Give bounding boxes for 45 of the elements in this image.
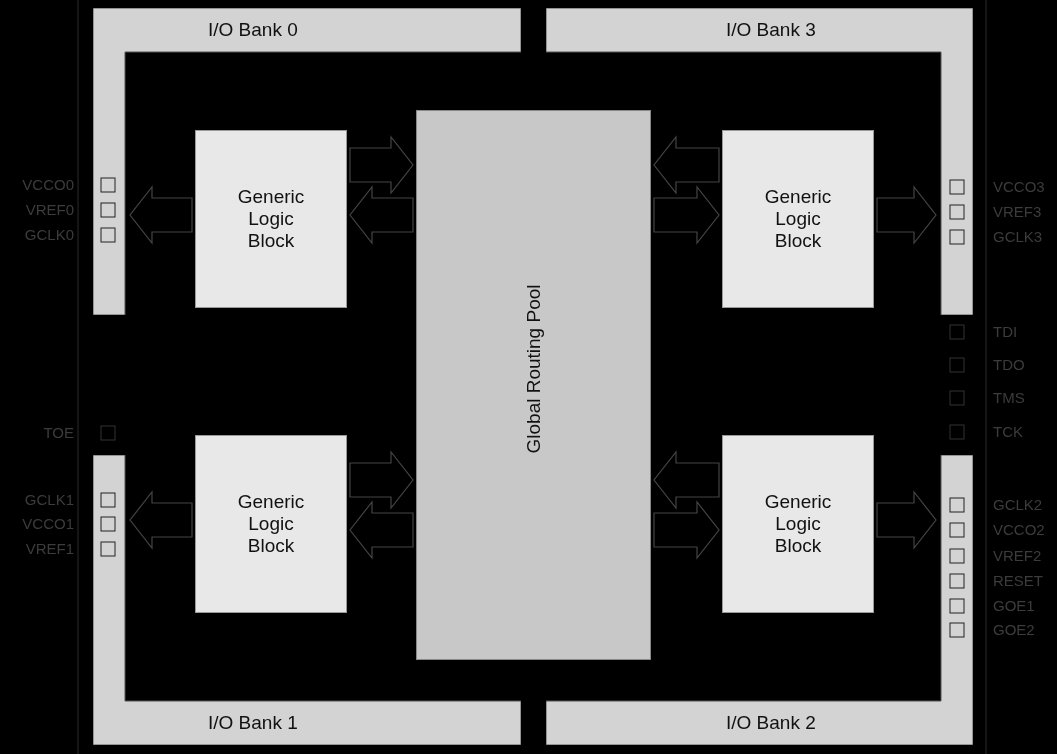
block-arrow (349, 135, 414, 195)
bank-title: I/O Bank 0 (208, 19, 298, 41)
block-arrow (349, 185, 414, 245)
pin-label: GCLK3 (993, 228, 1043, 246)
pin-label: VCCO2 (993, 521, 1045, 539)
block-arrow (653, 450, 720, 510)
bank-title: I/O Bank 1 (208, 712, 298, 734)
logic-block: Generic Logic Block (195, 130, 347, 308)
block-arrow (876, 185, 937, 245)
pin-label: VREF1 (25, 540, 74, 558)
pin-label: GOE2 (993, 621, 1035, 639)
block-arrow (876, 490, 937, 550)
pin-label: RESET (993, 572, 1043, 590)
block-arrow (349, 500, 414, 560)
io-bank-band (546, 8, 973, 315)
pin-label: VREF3 (993, 203, 1042, 221)
pin-label: TDI (993, 323, 1018, 341)
block-arrow (653, 500, 720, 560)
pin-label: TMS (993, 389, 1025, 407)
logic-block: Generic Logic Block (722, 130, 874, 308)
pin-label: VCCO0 (22, 176, 74, 194)
pin-label: GCLK2 (993, 496, 1043, 514)
routing-pool-box: Global Routing Pool (416, 110, 651, 660)
pin-label: TDO (993, 356, 1025, 374)
io-bank-band (93, 455, 521, 745)
block-arrow (129, 185, 193, 245)
io-bank-band (546, 455, 973, 745)
pin-label: VCCO3 (993, 178, 1045, 196)
pin-label: VCCO1 (22, 515, 74, 533)
pin-label: GCLK0 (24, 226, 74, 244)
block-arrow (653, 185, 720, 245)
pin-label: GOE1 (993, 597, 1035, 615)
bank-title: I/O Bank 3 (726, 19, 816, 41)
block-arrow (349, 450, 414, 510)
pin-label: TCK (993, 423, 1023, 441)
pin-label: VREF2 (993, 547, 1042, 565)
pin-label: VREF0 (25, 201, 74, 219)
bank-title: I/O Bank 2 (726, 712, 816, 734)
pin-label: GCLK1 (24, 491, 74, 509)
block-arrow (653, 135, 720, 195)
logic-block: Generic Logic Block (195, 435, 347, 613)
io-bank-band (93, 8, 521, 315)
logic-block: Generic Logic Block (722, 435, 874, 613)
pin-label: TOE (43, 424, 74, 442)
block-arrow (129, 490, 193, 550)
